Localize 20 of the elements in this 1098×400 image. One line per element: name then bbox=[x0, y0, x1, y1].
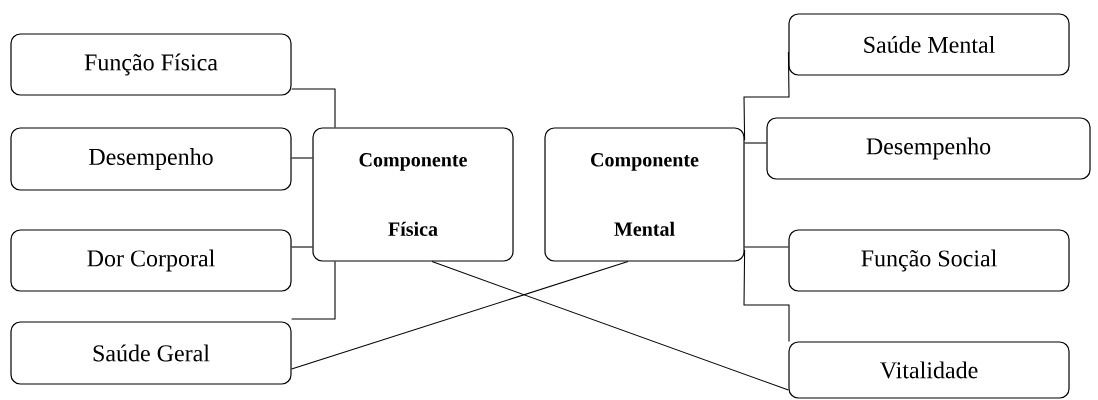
connector-line bbox=[431, 261, 789, 391]
item-box: Saúde Geral bbox=[10, 321, 292, 385]
connector-line bbox=[743, 249, 790, 342]
item-box: Função Social bbox=[788, 229, 1070, 292]
connector-line bbox=[743, 51, 790, 141]
item-box: Função Física bbox=[10, 33, 292, 96]
connector-line bbox=[291, 157, 313, 159]
connector-line bbox=[291, 88, 336, 128]
item-box: Desempenho bbox=[10, 127, 292, 191]
item-box: Vitalidade bbox=[788, 341, 1070, 399]
item-box: Dor Corporal bbox=[10, 229, 292, 292]
connector-line bbox=[744, 142, 767, 144]
connector-line bbox=[744, 246, 789, 248]
connector-line bbox=[291, 261, 336, 320]
component-box: Componente Física bbox=[312, 127, 514, 262]
item-box: Desempenho bbox=[766, 117, 1091, 180]
connector-line bbox=[291, 246, 313, 248]
connector-line bbox=[291, 261, 629, 370]
component-box: Componente Mental bbox=[544, 127, 745, 262]
item-box: Saúde Mental bbox=[788, 13, 1070, 76]
